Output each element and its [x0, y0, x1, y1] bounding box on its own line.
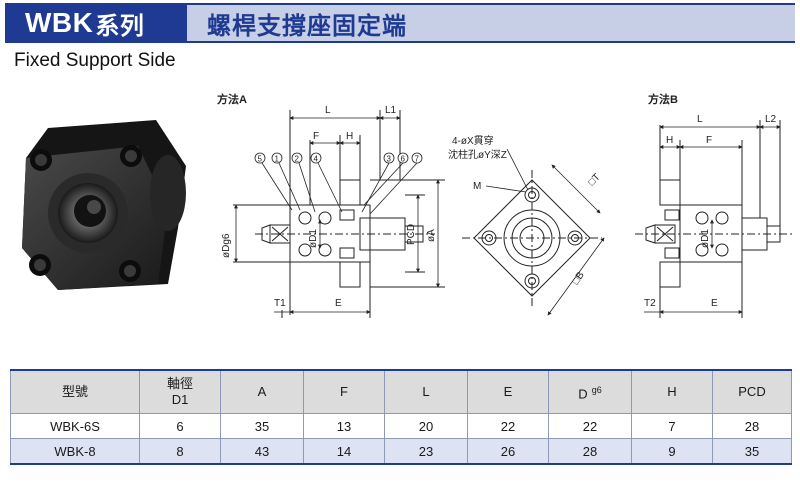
- dim-l-label: L: [325, 105, 331, 116]
- cell-d: 28: [548, 438, 632, 465]
- cell-d1: 8: [139, 438, 221, 465]
- dim-l1-label: L1: [385, 105, 397, 116]
- cell-model: WBK-8: [10, 438, 140, 465]
- method-b-label: 方法B: [648, 94, 678, 106]
- dim-e-label-b: E: [711, 298, 718, 309]
- col-pcd: PCD: [712, 369, 792, 414]
- dim-h-label-b: H: [666, 135, 673, 146]
- cell-model: WBK-6S: [10, 413, 140, 439]
- dim-f-label: F: [313, 131, 319, 142]
- col-e: E: [467, 369, 549, 414]
- dim-f-label-b: F: [706, 135, 712, 146]
- dim-a-label: øA: [426, 229, 437, 242]
- dim-l-label-b: L: [697, 114, 703, 125]
- callout-label: 5: [258, 155, 263, 164]
- thread-m-label: M: [473, 181, 481, 192]
- cell-a: 35: [220, 413, 304, 439]
- square-t-label: □T: [586, 172, 602, 188]
- callout-label: 4: [314, 155, 319, 164]
- dim-t2-label: T2: [644, 298, 656, 309]
- series-label: 系列: [95, 12, 145, 40]
- callout-label: 1: [275, 155, 280, 164]
- cell-f: 13: [303, 413, 385, 439]
- dim-pcd-label: PCD: [406, 224, 417, 245]
- col-shaft-d1: 軸徑 D1: [139, 369, 221, 414]
- cell-h: 9: [631, 438, 713, 465]
- cell-d: 22: [548, 413, 632, 439]
- cell-e: 26: [467, 438, 549, 465]
- table-row: WBK-6S 6 35 13 20 22 22 7 28: [10, 413, 792, 439]
- callout-label: 2: [295, 155, 300, 164]
- cell-a: 43: [220, 438, 304, 465]
- subtitle: Fixed Support Side: [14, 50, 176, 71]
- page-title: 螺桿支撐座固定端: [187, 5, 795, 41]
- front-view: [462, 148, 605, 316]
- cell-pcd: 35: [712, 438, 792, 465]
- col-a: A: [220, 369, 304, 414]
- cell-h: 7: [631, 413, 713, 439]
- model-name: WBK: [25, 7, 94, 38]
- callout-label: 3: [387, 155, 392, 164]
- col-model: 型號: [10, 369, 140, 414]
- cell-pcd: 28: [712, 413, 792, 439]
- col-f: F: [303, 369, 385, 414]
- callout-label: 6: [401, 155, 406, 164]
- cell-l: 23: [384, 438, 468, 465]
- dim-h-label: H: [346, 131, 353, 142]
- col-d-label: D: [578, 386, 588, 402]
- square-b-label: □B: [570, 270, 586, 287]
- cell-f: 14: [303, 438, 385, 465]
- dim-t1-label: T1: [274, 298, 286, 309]
- table-row: WBK-8 8 43 14 23 26 28 9 35: [10, 438, 792, 465]
- col-l: L: [384, 369, 468, 414]
- cell-l: 20: [384, 413, 468, 439]
- method-a-view: [233, 110, 445, 318]
- cell-d1: 6: [139, 413, 221, 439]
- dim-e-label: E: [335, 298, 342, 309]
- col-h: H: [631, 369, 713, 414]
- method-a-label: 方法A: [217, 94, 247, 106]
- method-b-view: [635, 120, 792, 318]
- product-photo: [22, 120, 186, 290]
- dim-dg6-label: øDg6: [221, 233, 232, 258]
- cell-e: 22: [467, 413, 549, 439]
- hole-note-1: 4-øX貫穿: [452, 134, 494, 147]
- dim-d1-label-b: øD1: [700, 229, 711, 248]
- callouts: 5 1 2 4 3 6 7: [254, 152, 423, 164]
- dim-l2-label: L2: [765, 114, 777, 125]
- dim-d1-label: øD1: [308, 229, 319, 248]
- hole-note-2: 沈柱孔øY深Z: [448, 148, 507, 161]
- col-d-tolerance: g6: [591, 384, 602, 395]
- callout-label: 7: [415, 155, 420, 164]
